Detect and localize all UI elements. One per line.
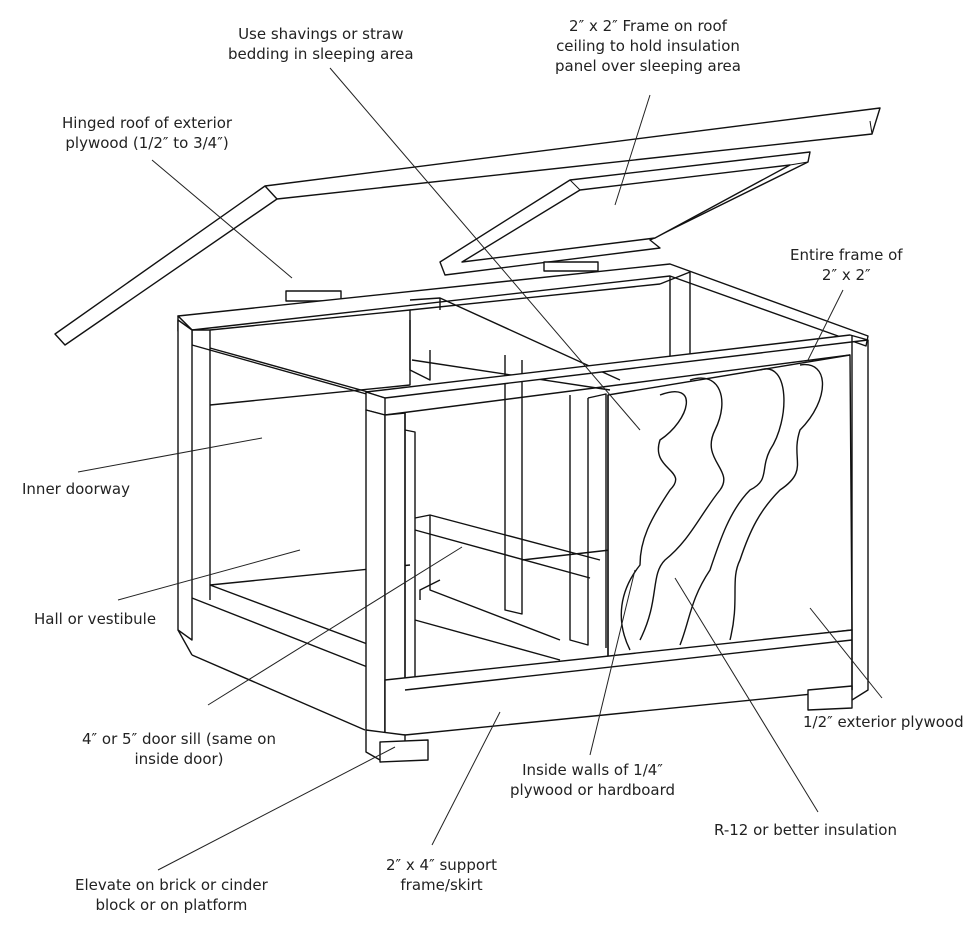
label-exterior-plywood: 1/2″ exterior plywood xyxy=(803,713,964,731)
front-frame xyxy=(365,334,869,736)
label-insulation: R-12 or better insulation xyxy=(714,821,897,839)
hinged-roof-panel xyxy=(54,107,881,346)
right-wall-cutaway xyxy=(607,354,853,659)
roof-insulation-frame xyxy=(439,151,811,276)
label-door-sill: 4″ or 5″ door sill (same on inside door) xyxy=(82,730,276,768)
floor-skirt xyxy=(365,336,869,763)
internal-partition xyxy=(409,320,611,661)
label-roof-frame: 2″ x 2″ Frame on roof ceiling to hold in… xyxy=(555,17,741,75)
label-inner-doorway: Inner doorway xyxy=(22,480,130,498)
label-elevate: Elevate on brick or cinder block or on p… xyxy=(75,876,268,914)
top-frame xyxy=(177,263,869,406)
label-inside-walls: Inside walls of 1/4″ plywood or hardboar… xyxy=(510,761,676,799)
label-support-frame: 2″ x 4″ support frame/skirt xyxy=(386,856,498,894)
label-hall-vestibule: Hall or vestibule xyxy=(34,610,157,628)
label-bedding: Use shavings or straw bedding in sleepin… xyxy=(228,25,414,63)
left-side-frame xyxy=(177,319,411,731)
leader-lines xyxy=(77,67,883,871)
label-hinged-roof: Hinged roof of exterior plywood (1/2″ to… xyxy=(62,114,233,152)
hinge-right xyxy=(543,261,599,272)
label-entire-frame: Entire frame of 2″ x 2″ xyxy=(790,246,903,284)
